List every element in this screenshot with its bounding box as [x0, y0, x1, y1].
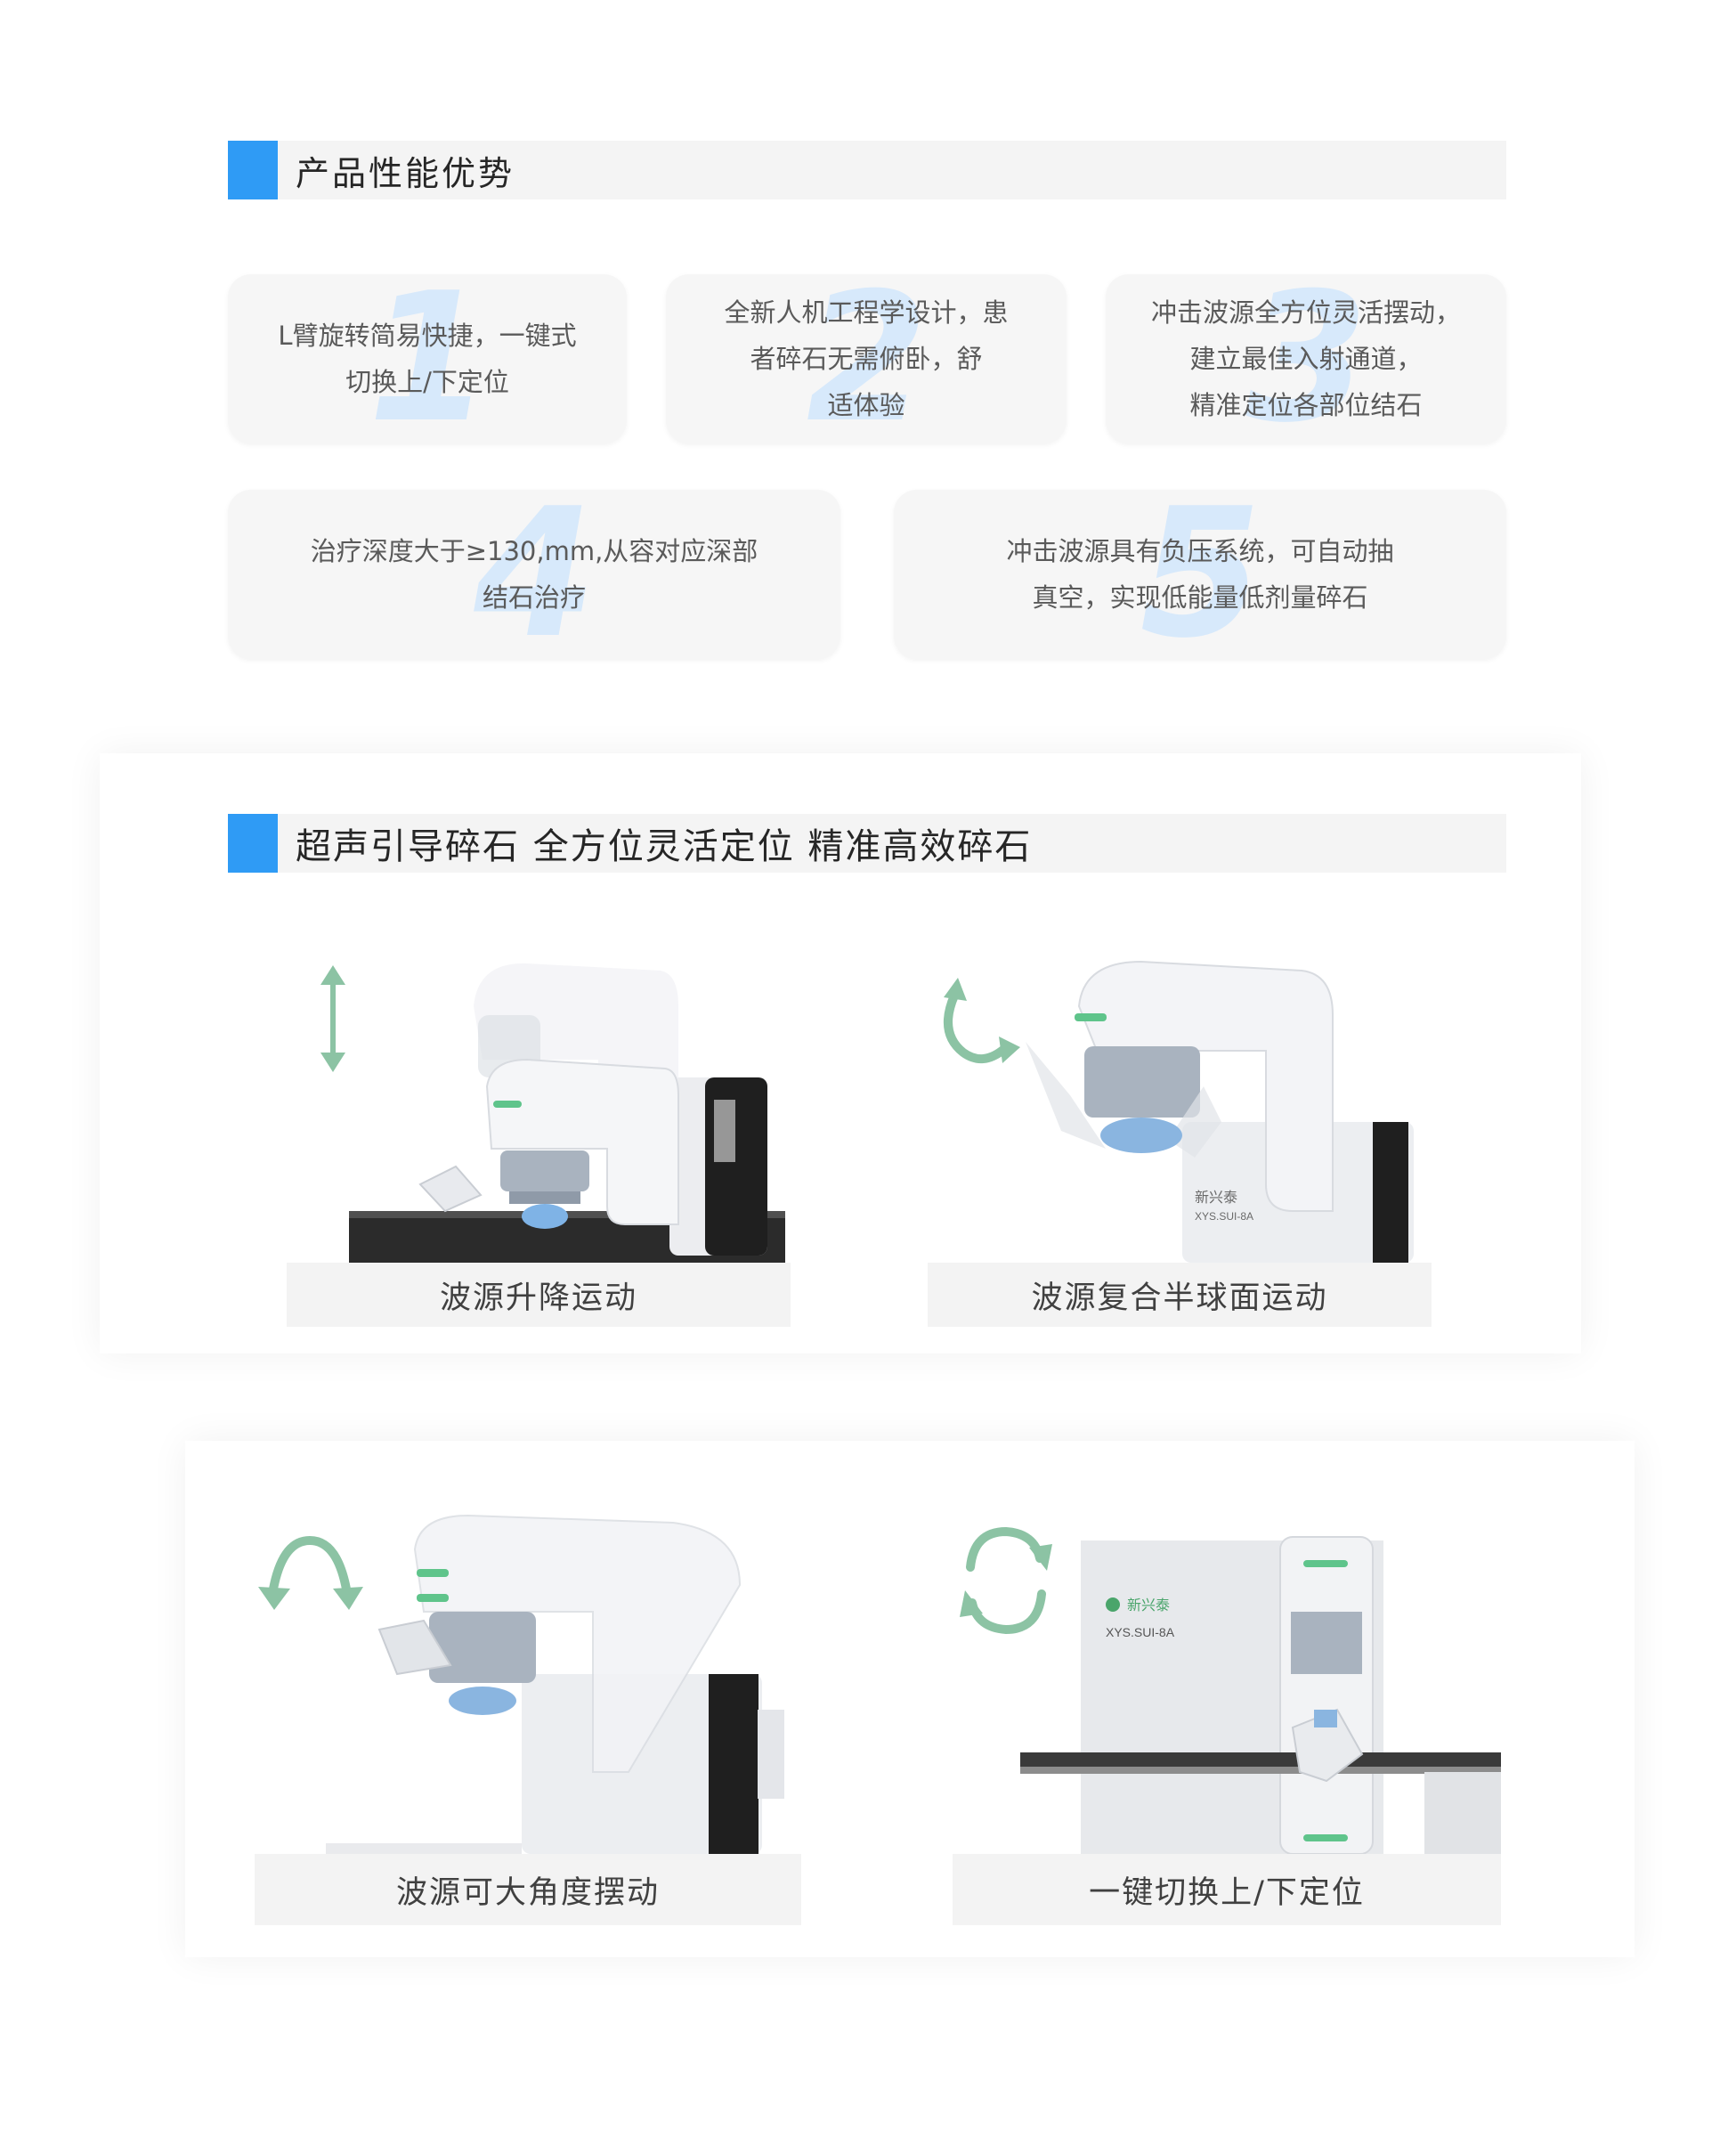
device-illustration-hemisphere: 新兴泰 XYS.SUI-8A — [928, 944, 1432, 1263]
device-brand: 新兴泰 — [1127, 1597, 1170, 1614]
device-illustration-swing — [255, 1505, 801, 1854]
section-accent-block — [228, 141, 278, 199]
section-accent-block — [228, 814, 278, 873]
swing-arrows-icon — [258, 1535, 363, 1610]
feature-card-2: 2 全新人机工程学设计，患 者碎石无需俯卧，舒 适体验 — [666, 274, 1067, 443]
device-model: XYS.SUI-8A — [1195, 1210, 1253, 1223]
feature-card-5: 5 冲击波源具有负压系统，可自动抽 真空，实现低能量低剂量碎石 — [894, 490, 1506, 659]
section-title: 产品性能优势 — [296, 153, 515, 193]
feature-card-4: 4 治疗深度大于≥130,mm,从容对应深部 结石治疗 — [228, 490, 840, 659]
card-text: 治疗深度大于≥130,mm,从容对应深部 结石治疗 — [310, 536, 758, 613]
section-header-positioning: 超声引导碎石 全方位灵活定位 精准高效碎石 — [228, 814, 1506, 873]
device-brand: 新兴泰 — [1195, 1190, 1237, 1206]
device-illustration-switch: 新兴泰 XYS.SUI-8A — [953, 1505, 1501, 1854]
card-text: 冲击波源具有负压系统，可自动抽 真空，实现低能量低剂量碎石 — [1006, 536, 1394, 613]
section-header-performance: 产品性能优势 — [228, 141, 1506, 199]
vertical-arrows-icon — [320, 965, 345, 1072]
rotate-arrow-icon — [944, 978, 1020, 1063]
feature-caption: 波源复合半球面运动 — [928, 1263, 1432, 1327]
device-model: XYS.SUI-8A — [1106, 1625, 1175, 1639]
card-text: L臂旋转简易快捷，一键式 切换上/下定位 — [278, 321, 577, 397]
feature-card-3: 3 冲击波源全方位灵活摆动， 建立最佳入射通道， 精准定位各部位结石 — [1106, 274, 1506, 443]
cycle-arrows-icon — [960, 1526, 1052, 1635]
feature-caption: 一键切换上/下定位 — [953, 1854, 1501, 1925]
card-text: 冲击波源全方位灵活摆动， 建立最佳入射通道， 精准定位各部位结石 — [1150, 297, 1461, 420]
feature-caption: 波源可大角度摆动 — [255, 1854, 801, 1925]
device-illustration-lift — [287, 944, 791, 1263]
feature-card-1: 1 L臂旋转简易快捷，一键式 切换上/下定位 — [228, 274, 627, 443]
card-text: 全新人机工程学设计，患 者碎石无需俯卧，舒 适体验 — [724, 297, 1009, 420]
feature-caption: 波源升降运动 — [287, 1263, 791, 1327]
section-title: 超声引导碎石 全方位灵活定位 精准高效碎石 — [296, 826, 1033, 867]
